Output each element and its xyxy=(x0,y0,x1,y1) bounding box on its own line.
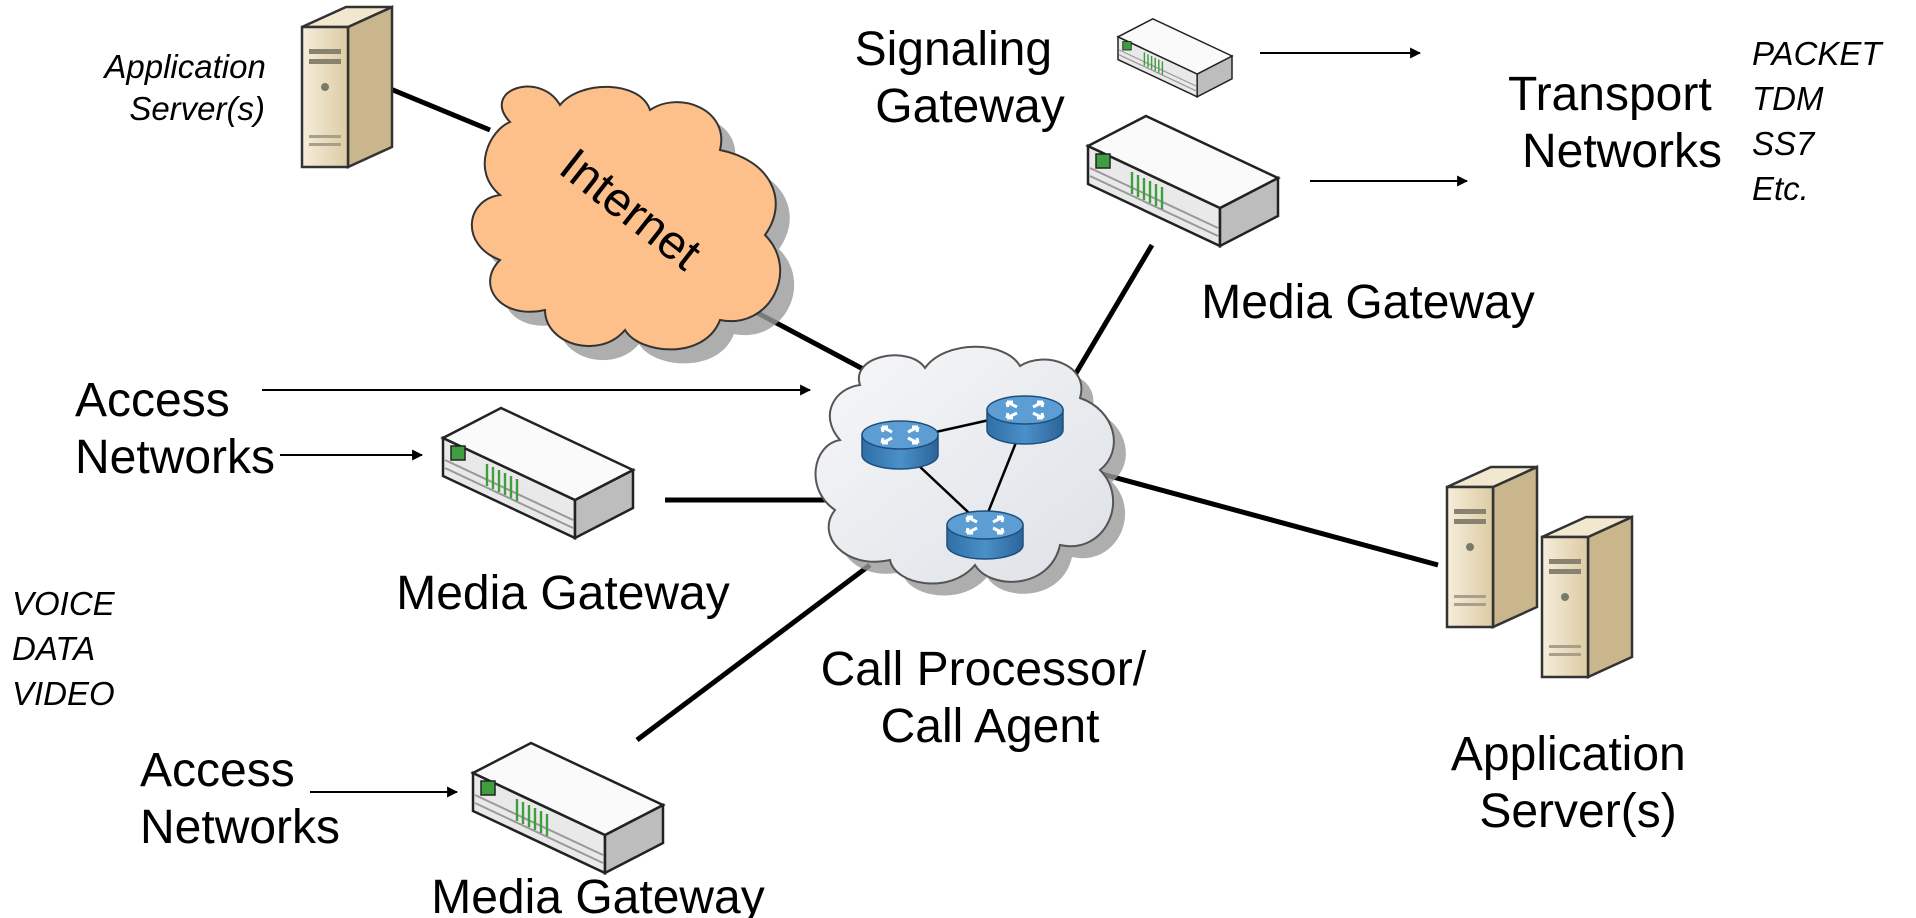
transport-networks-label: Transport Networks xyxy=(1508,68,1725,178)
access-types-label: VOICE DATA VIDEO xyxy=(12,585,124,712)
router-icon xyxy=(860,419,940,471)
app-server-top-label: Application Server(s) xyxy=(102,48,275,127)
router-icon xyxy=(985,394,1065,446)
media-gateway-top-label: Media Gateway xyxy=(1201,276,1535,329)
media-gateway-icon xyxy=(1117,18,1233,98)
internet-cloud: Internet xyxy=(470,85,795,364)
app-server-bottom-label: Application Server(s) xyxy=(1451,728,1699,838)
media-gateway-icon xyxy=(1086,114,1280,248)
access-networks-top-label: Access Networks xyxy=(75,374,275,484)
call-processor-cloud xyxy=(814,345,1126,596)
server-tower-icon xyxy=(300,5,394,169)
access-networks-bottom-label: Access Networks xyxy=(140,744,340,854)
media-gateway-bottom-label: Media Gateway xyxy=(431,871,765,918)
link-media-gateway-bottom-call-agent xyxy=(635,563,872,742)
link-media-gateway-top-call-agent xyxy=(1063,243,1155,392)
media-gateway-icon xyxy=(441,406,635,540)
media-gateway-icon xyxy=(471,741,665,875)
signaling-gateway-label: Signaling Gateway xyxy=(855,23,1066,133)
call-processor-label: Call Processor/ Call Agent xyxy=(821,643,1160,753)
media-gateway-left-label: Media Gateway xyxy=(396,567,730,620)
server-tower-icon xyxy=(1540,515,1634,679)
link-call-agent-app-servers xyxy=(1101,471,1439,568)
transport-types-label: PACKET TDM SS7 Etc. xyxy=(1752,35,1891,207)
arrows xyxy=(262,47,1469,798)
router-icon xyxy=(945,509,1025,561)
server-tower-icon xyxy=(1445,465,1539,629)
